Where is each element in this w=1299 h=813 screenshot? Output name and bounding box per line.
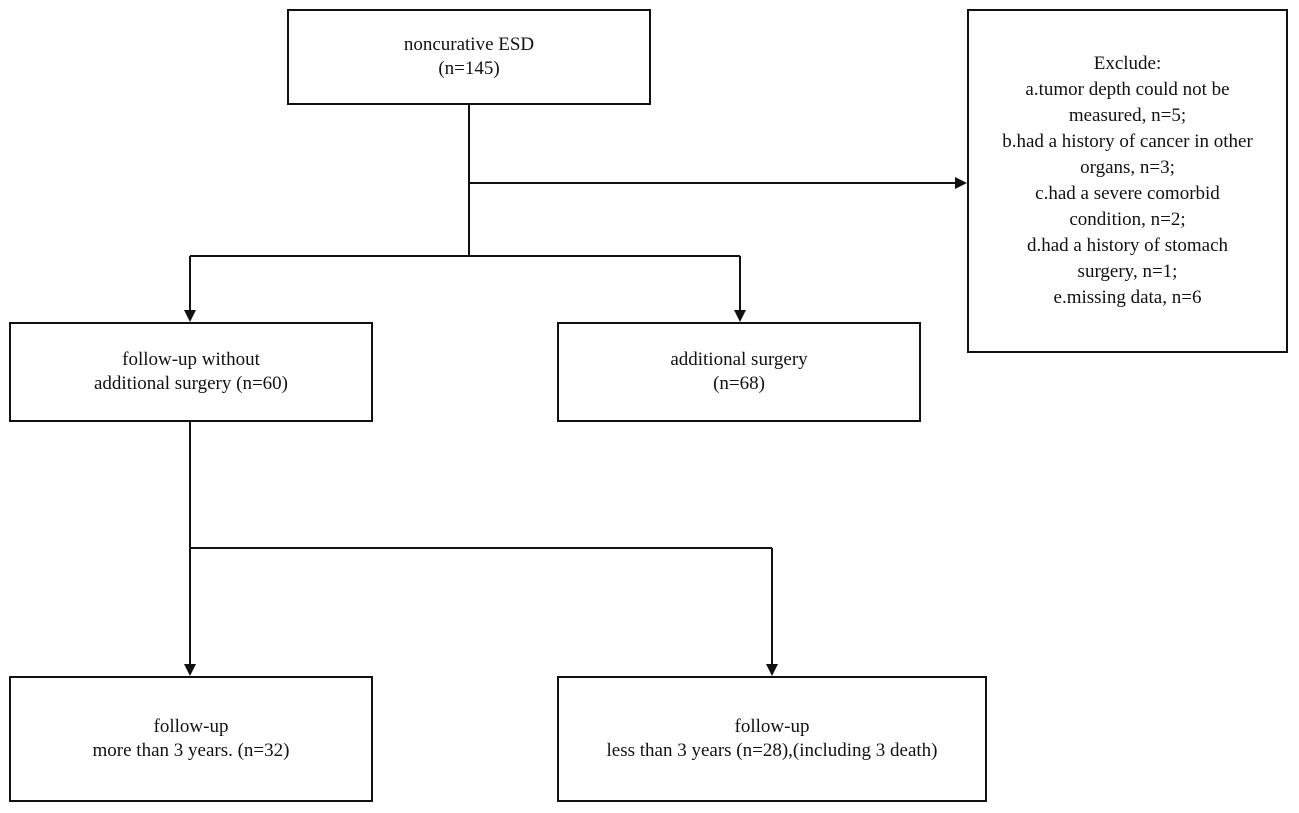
followup-less-than-3-years-box: follow-up less than 3 years (n=28),(incl… bbox=[557, 676, 987, 802]
exclude-line: a.tumor depth could not be bbox=[1025, 79, 1230, 100]
exclude-line: e.missing data, n=6 bbox=[1053, 287, 1202, 308]
exclude-line: surgery, n=1; bbox=[1077, 261, 1178, 282]
noncurative-esd-count: (n=145) bbox=[438, 58, 500, 79]
followup-less-count: less than 3 years (n=28),(including 3 de… bbox=[606, 740, 938, 761]
noncurative-esd-label: noncurative ESD bbox=[403, 34, 535, 55]
exclude-box: Exclude: a.tumor depth could not be meas… bbox=[967, 9, 1288, 353]
noncurative-esd-box: noncurative ESD (n=145) bbox=[287, 9, 651, 105]
exclude-line: b.had a history of cancer in other bbox=[1002, 131, 1253, 152]
additional-surgery-box: additional surgery (n=68) bbox=[557, 322, 921, 422]
exclude-line: c.had a severe comorbid bbox=[1035, 183, 1220, 204]
exclude-line: condition, n=2; bbox=[1069, 209, 1186, 230]
followup-less-label: follow-up bbox=[734, 716, 810, 737]
additional-surgery-label: additional surgery bbox=[670, 349, 808, 370]
additional-surgery-count: (n=68) bbox=[713, 373, 765, 394]
followup-more-label: follow-up bbox=[153, 716, 229, 737]
followup-without-surgery-box: follow-up without additional surgery (n=… bbox=[9, 322, 373, 422]
exclude-title: Exclude: bbox=[1093, 53, 1162, 74]
exclude-line: measured, n=5; bbox=[1068, 105, 1187, 126]
exclude-line: d.had a history of stomach bbox=[1026, 235, 1229, 256]
followup-without-surgery-count: additional surgery (n=60) bbox=[94, 373, 288, 394]
followup-without-surgery-label: follow-up without bbox=[122, 349, 260, 370]
followup-more-count: more than 3 years. (n=32) bbox=[92, 740, 290, 761]
followup-more-than-3-years-box: follow-up more than 3 years. (n=32) bbox=[9, 676, 373, 802]
exclude-line: organs, n=3; bbox=[1080, 157, 1175, 178]
